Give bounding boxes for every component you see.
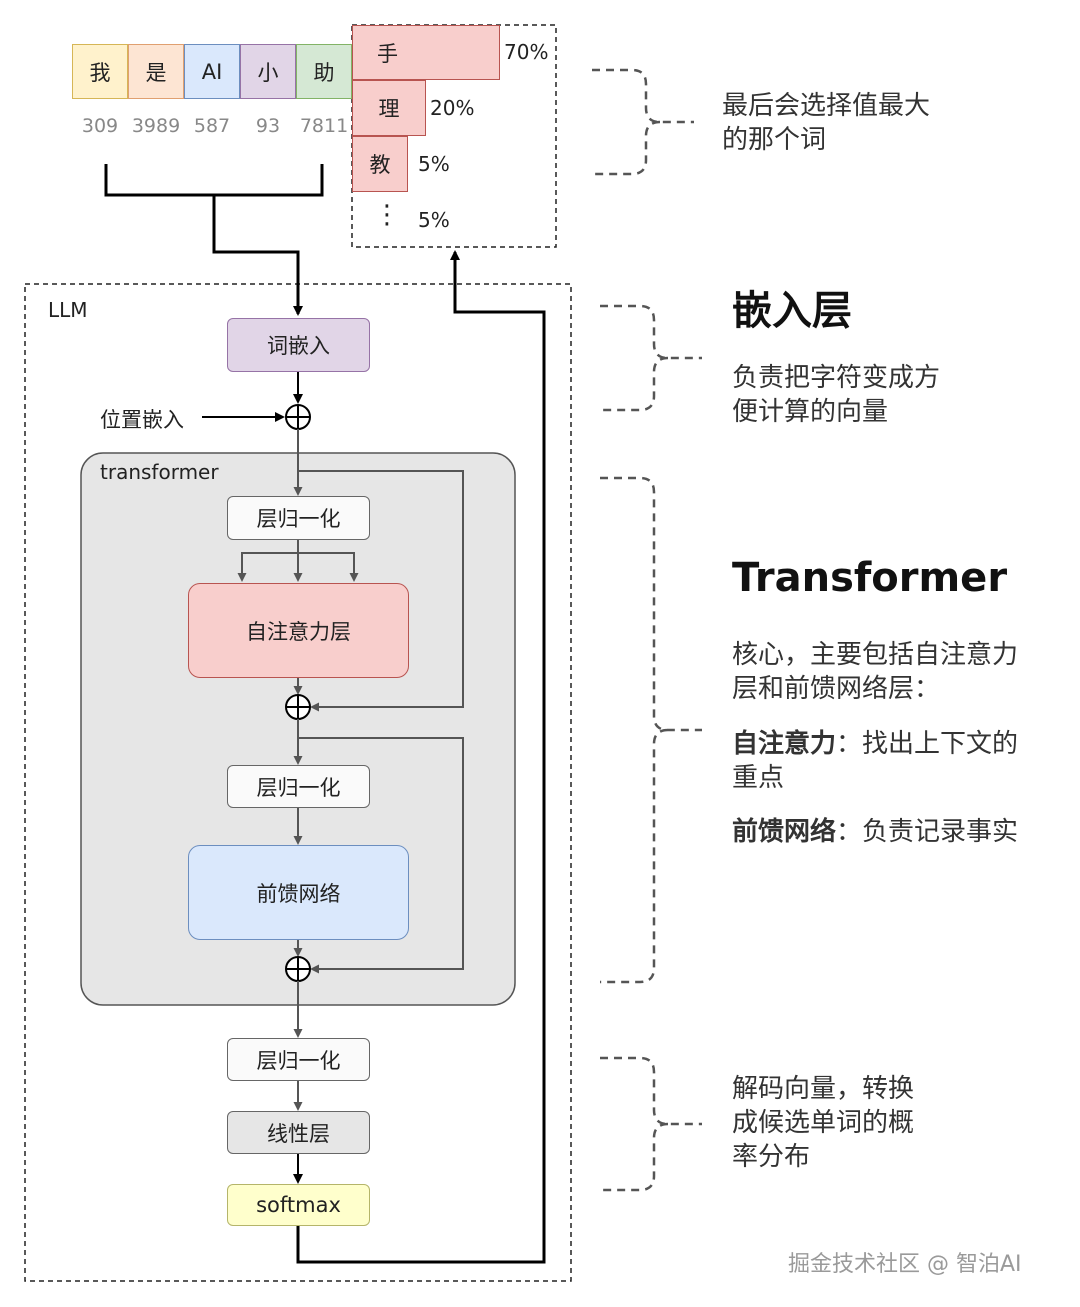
token-id: 3989	[131, 115, 181, 137]
ffn-desc: ：负责记录事实	[836, 817, 1019, 847]
attention-term: 自注意力	[732, 729, 837, 759]
prob-bar: 手	[352, 25, 500, 80]
layer-norm-box: 层归一化	[227, 765, 370, 808]
transformer-label: transformer	[100, 460, 219, 484]
token-id: 93	[255, 115, 281, 137]
position-embed-label: 位置嵌入	[100, 408, 184, 432]
transformer-annotation-line: 核心，主要包括自注意力	[732, 640, 1019, 670]
token-box: 是	[128, 44, 184, 99]
ffn-annotation: 前馈网络：负责记录事实	[732, 815, 1018, 849]
feed-forward-box: 前馈网络	[188, 845, 409, 940]
prob-char: 理	[378, 97, 400, 121]
llm-label: LLM	[48, 298, 88, 322]
embed-annotation: 负责把字符变成方 便计算的向量	[732, 361, 940, 429]
token-char: 是	[145, 60, 167, 85]
decode-annotation-line: 解码向量，转换	[732, 1074, 915, 1104]
prob-value: 20%	[430, 96, 475, 120]
layer-norm-box: 层归一化	[227, 496, 370, 540]
token-id: 587	[193, 115, 231, 137]
embed-annotation-line: 便计算的向量	[732, 397, 889, 427]
prob-value: 5%	[418, 152, 450, 176]
word-embed-box: 词嵌入	[227, 318, 370, 372]
layer-norm-box: 层归一化	[227, 1038, 370, 1081]
transformer-annotation-line: 层和前馈网络层：	[732, 674, 941, 704]
prob-ellipsis: ⋮	[374, 200, 400, 230]
watermark: 掘金技术社区 @ 智泊AI	[788, 1252, 1022, 1277]
prob-value: 70%	[504, 40, 549, 64]
prob-char: 教	[369, 153, 391, 177]
token-char: 助	[313, 60, 335, 85]
attention-desc-line2: 重点	[732, 763, 785, 793]
prob-value: 5%	[418, 208, 450, 232]
linear-layer-box: 线性层	[227, 1111, 370, 1154]
top-annotation-line: 最后会选择值最大	[722, 91, 931, 121]
transformer-title: Transformer	[732, 555, 1008, 601]
transformer-annotation: 核心，主要包括自注意力 层和前馈网络层：	[732, 638, 1018, 706]
token-char: AI	[201, 59, 223, 84]
top-annotation-line: 的那个词	[722, 125, 827, 155]
prob-bar: 理	[352, 80, 426, 136]
decode-annotation-line: 率分布	[732, 1142, 811, 1172]
prob-bar: 教	[352, 136, 408, 192]
embed-title: 嵌入层	[732, 288, 852, 334]
top-annotation: 最后会选择值最大 的那个词	[722, 89, 930, 157]
attention-desc: ：找出上下文的	[836, 729, 1019, 759]
token-box: 小	[240, 44, 296, 99]
token-box: 助	[296, 44, 352, 99]
token-box: 我	[72, 44, 128, 99]
ffn-term: 前馈网络	[732, 817, 837, 847]
attention-annotation: 自注意力：找出上下文的 重点	[732, 727, 1018, 795]
self-attention-box: 自注意力层	[188, 583, 409, 678]
token-char: 小	[257, 60, 279, 85]
token-box: AI	[184, 44, 240, 99]
token-char: 我	[89, 60, 111, 85]
decode-annotation: 解码向量，转换 成候选单词的概 率分布	[732, 1072, 914, 1174]
decode-annotation-line: 成候选单词的概	[732, 1108, 915, 1138]
prob-char: 手	[377, 41, 398, 66]
token-id: 309	[81, 115, 119, 137]
embed-annotation-line: 负责把字符变成方	[732, 363, 941, 393]
softmax-box: softmax	[227, 1184, 370, 1226]
token-id: 7811	[299, 115, 349, 137]
